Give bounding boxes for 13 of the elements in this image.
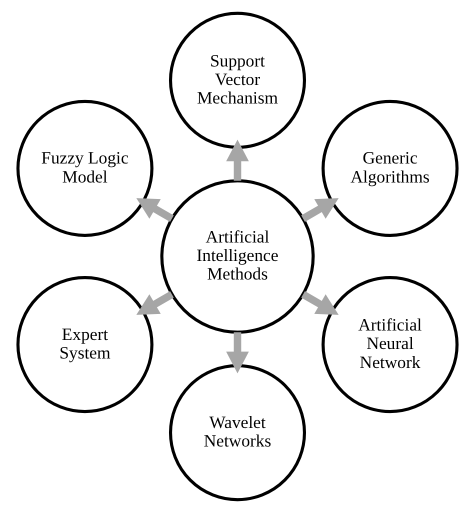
arrow	[300, 198, 338, 222]
arrow	[300, 291, 338, 315]
node-circle: Fuzzy Logic Model	[16, 100, 153, 237]
node-circle: Support Vector Mechanism	[168, 12, 306, 149]
node-circle: Wavelet Networks	[168, 364, 306, 502]
arrow	[136, 291, 174, 315]
node-circle: Generic Algorithms	[321, 100, 458, 237]
node-circle: Artificial Neural Network	[321, 276, 458, 414]
node-circle: Expert System	[16, 276, 153, 414]
arrow	[226, 140, 248, 181]
arrow	[136, 198, 174, 222]
arrow	[226, 332, 248, 374]
node-circle: Artificial Intelligence Methods	[160, 179, 314, 334]
